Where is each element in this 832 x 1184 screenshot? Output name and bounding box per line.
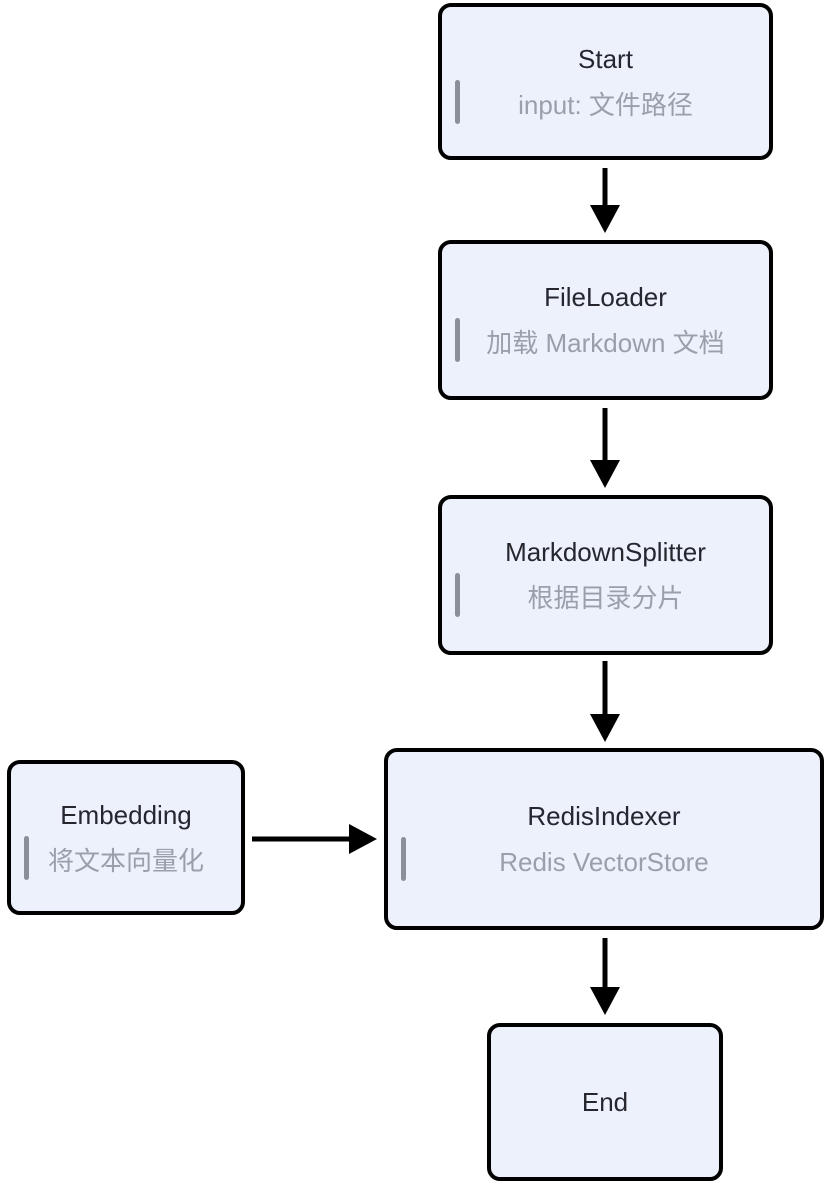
node-subtitle: 加载 Markdown 文档 [486,328,725,358]
edge-fileloader-markdownsplitter [590,408,620,488]
node-redisindexer: RedisIndexer Redis VectorStore [384,748,824,930]
node-end: End [487,1023,723,1181]
node-subtitle: input: 文件路径 [518,89,693,120]
node-title: End [581,1087,629,1117]
node-fileloader: FileLoader 加载 Markdown 文档 [438,240,773,400]
edge-start-fileloader [590,168,620,233]
node-embedding: Embedding 将文本向量化 [7,760,245,915]
edge-redisindexer-end [590,938,620,1015]
node-subtitle: 根据目录分片 [527,583,684,613]
input-port-bar [455,79,460,124]
input-port-bar [455,318,460,362]
node-title: Start [578,43,633,74]
edge-embedding-redisindexer [252,824,377,854]
node-subtitle: Redis VectorStore [499,847,709,877]
node-title: FileLoader [544,282,667,312]
edge-markdownsplitter-redisindexer [590,661,620,742]
node-title: RedisIndexer [527,801,681,831]
input-port-bar [455,573,460,617]
node-title: Embedding [60,799,192,830]
input-port-bar [24,835,29,880]
node-markdownsplitter: MarkdownSplitter 根据目录分片 [438,495,773,655]
input-port-bar [401,837,406,881]
node-start: Start input: 文件路径 [438,3,773,160]
node-title: MarkdownSplitter [505,537,706,567]
node-subtitle: 将文本向量化 [47,845,204,876]
